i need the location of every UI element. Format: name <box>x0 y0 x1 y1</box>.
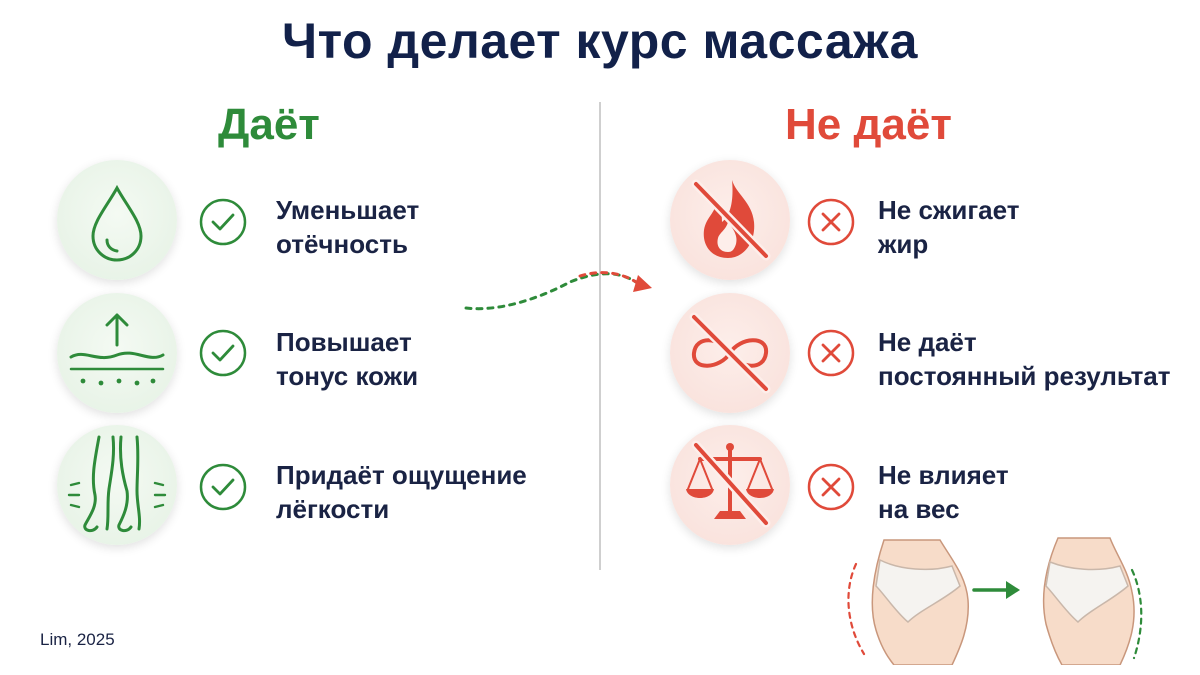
not-gives-item-permanent-result: Не даёт постоянный результат <box>878 325 1171 393</box>
arrow-right-icon <box>972 581 1020 599</box>
water-drop-icon <box>57 160 177 280</box>
crossed-scales-icon <box>670 425 790 545</box>
cross-icon <box>807 329 855 377</box>
item-line: отёчность <box>276 229 408 259</box>
crossed-fire-icon <box>670 160 790 280</box>
light-legs-icon <box>57 425 177 545</box>
item-line: лёгкости <box>276 494 390 524</box>
gives-heading: Даёт <box>218 100 320 149</box>
item-line: Уменьшает <box>276 195 420 225</box>
source-credit: Lim, 2025 <box>40 630 115 649</box>
page-title: Что делает курс массажа <box>282 13 918 69</box>
item-line: Придаёт ощущение <box>276 460 527 490</box>
item-line: Повышает <box>276 327 412 357</box>
item-line: Не сжигает <box>878 195 1020 225</box>
check-icon <box>199 463 247 511</box>
item-line: Не даёт <box>878 327 977 357</box>
column-divider <box>599 102 601 570</box>
cross-icon <box>807 198 855 246</box>
gives-item-skin-tone: Повышает тонус кожи <box>276 325 418 393</box>
gives-item-reduces-swelling: Уменьшает отёчность <box>276 193 419 261</box>
not-gives-heading: Не даёт <box>785 100 952 149</box>
item-line: на вес <box>878 494 960 524</box>
not-gives-item-weight: Не влияет на вес <box>878 458 1009 526</box>
not-gives-item-burn-fat: Не сжигает жир <box>878 193 1019 261</box>
body-after-illustration <box>1042 537 1143 665</box>
check-icon <box>199 198 247 246</box>
skin-lift-icon <box>57 293 177 413</box>
check-icon <box>199 329 247 377</box>
item-line: Не влияет <box>878 460 1009 490</box>
cross-icon <box>807 463 855 511</box>
crossed-infinity-icon <box>670 293 790 413</box>
body-shape-comparison-illustration <box>847 537 1143 665</box>
item-line: жир <box>878 229 929 259</box>
gives-item-lightness: Придаёт ощущение лёгкости <box>276 458 527 526</box>
dashed-arrow-icon <box>464 271 652 311</box>
body-before-illustration <box>847 539 969 665</box>
item-line: тонус кожи <box>276 361 419 391</box>
item-line: постоянный результат <box>878 361 1171 391</box>
